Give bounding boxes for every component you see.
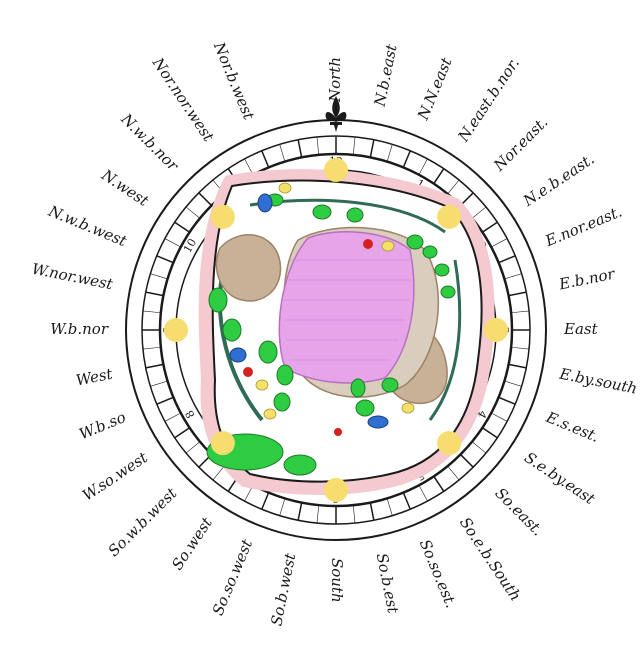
wind-label: N.e.b.east. (519, 150, 597, 211)
wind-label: So.so.est. (416, 537, 460, 611)
ring-tick (504, 381, 521, 386)
ring-tick (280, 144, 285, 161)
wind-label: West (74, 364, 115, 389)
ring-tick (460, 454, 473, 467)
wind-label: Nor.b.west (209, 39, 258, 124)
wind-label: N.b.east (370, 42, 400, 109)
ring-tick (434, 476, 444, 491)
marker-sw (211, 431, 235, 455)
ring-tick (150, 381, 167, 386)
wind-label: So.so.west (209, 536, 257, 618)
ring-tick (186, 442, 200, 453)
ring-tick (509, 364, 527, 368)
ring-tick (370, 503, 374, 521)
ring-tick (317, 505, 319, 523)
wind-label: W.b.so (77, 408, 129, 443)
ring-tick (419, 485, 427, 501)
wind-label: S.e.by.east (521, 448, 599, 508)
ring-tick (509, 292, 527, 296)
ring-tick (298, 503, 302, 521)
wind-label: W.b.nor (50, 320, 109, 338)
marker-e (484, 318, 508, 342)
ring-tick (165, 239, 181, 247)
ring-tick (448, 466, 459, 480)
ring-tick (175, 222, 190, 232)
ring-tick (143, 311, 161, 313)
wind-label: So.w.b.west (104, 483, 181, 560)
wind-label: E.s.est. (543, 408, 602, 446)
ring-tick (419, 159, 427, 175)
ring-tick (186, 207, 200, 218)
ring-tick (280, 498, 285, 515)
marker-w (164, 318, 188, 342)
wind-label: Nor.east. (489, 113, 551, 175)
wind-label: So.east. (492, 484, 547, 539)
ring-tick (448, 180, 459, 194)
ring-tick (150, 274, 167, 279)
ring-tick (143, 347, 161, 349)
wind-label: N.w.b.west (45, 202, 130, 251)
ring-tick (213, 466, 224, 480)
ring-tick (175, 428, 190, 438)
marker-s (324, 478, 348, 502)
ring-tick (403, 493, 410, 510)
wind-label: W.so.west (79, 448, 152, 505)
wind-label: E.by.south (557, 364, 639, 397)
wind-label: So.e.b.South (456, 514, 525, 604)
wind-label: So.west (168, 513, 216, 573)
ring-tick (499, 397, 516, 404)
ring-tick (491, 413, 507, 421)
ring-tick (387, 144, 392, 161)
ring-tick (403, 151, 410, 168)
ring-tick (262, 151, 269, 168)
ring-tick (491, 239, 507, 247)
ring-tick (499, 256, 516, 263)
wind-label: N.N.east (414, 54, 456, 123)
wind-label: South (328, 558, 346, 603)
marker-nw (211, 205, 235, 229)
wind-label: N.west (98, 165, 153, 210)
ring-tick (511, 347, 529, 349)
wind-label: N.w.b.nor (117, 109, 183, 175)
wind-label: Nor.nor.west (148, 53, 218, 145)
ring-tick (472, 207, 486, 218)
wind-label: N.east.b.nor. (454, 55, 523, 146)
ring-tick (353, 505, 355, 523)
wind-label: So.b.est (373, 552, 403, 616)
ring-tick (317, 137, 319, 155)
ring-tick (370, 140, 374, 158)
ring-tick (262, 493, 269, 510)
ring-tick (387, 498, 392, 515)
ring-tick (434, 169, 444, 184)
marker-ne (437, 205, 461, 229)
wind-label: E.nor.east. (542, 203, 625, 251)
marker-se (437, 431, 461, 455)
ring-tick (199, 193, 212, 206)
ring-tick (482, 222, 497, 232)
ring-tick (298, 140, 302, 158)
ring-tick (157, 256, 174, 263)
ring-tick (165, 413, 181, 421)
wind-label: E.b.nor (557, 265, 617, 294)
wind-label: W.nor.west (30, 260, 115, 294)
ring-tick (157, 397, 174, 404)
ring-tick (472, 442, 486, 453)
ring-tick (511, 311, 529, 313)
wind-label: East (563, 320, 599, 338)
marker-n (324, 158, 348, 182)
ring-tick (353, 137, 355, 155)
ring-tick (504, 274, 521, 279)
ring-tick (146, 292, 164, 296)
ring-number: 8 (183, 408, 198, 421)
wind-label: So.b.west (267, 551, 299, 628)
vacuole-left (216, 235, 280, 301)
ring-tick (146, 364, 164, 368)
wind-label: North (326, 57, 344, 103)
ring-tick (482, 428, 497, 438)
